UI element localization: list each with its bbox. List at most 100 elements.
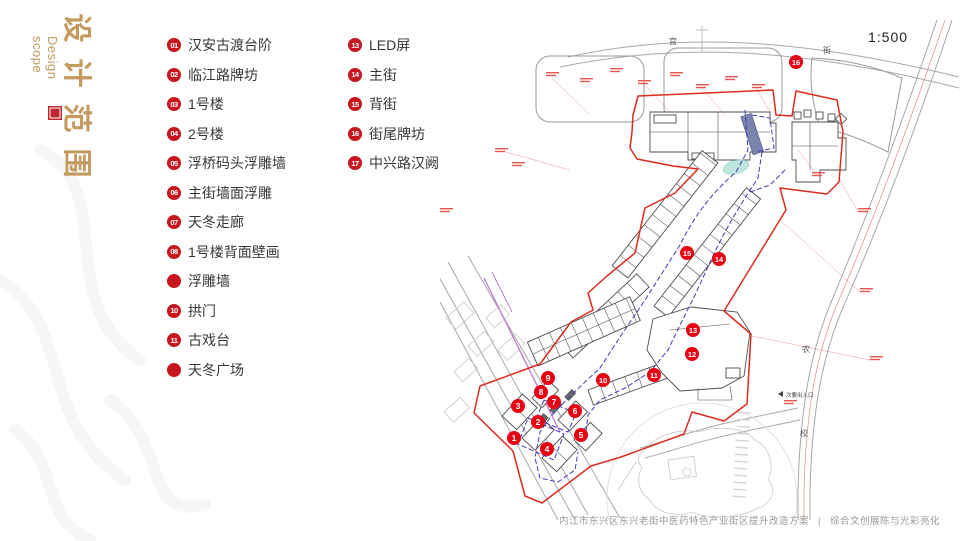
legend-item: 03 1号楼 <box>167 96 286 112</box>
map-marker-9: 9 <box>541 371 555 385</box>
legend-dot <box>167 274 181 288</box>
map-marker-11: 11 <box>647 368 661 382</box>
title-en-line2: scope <box>30 36 45 74</box>
svg-text:12: 12 <box>688 350 696 359</box>
svg-text:13: 13 <box>689 326 697 335</box>
map-marker-5: 5 <box>574 428 588 442</box>
legend-number-badge: 13 <box>348 38 362 52</box>
blue-guidelines <box>517 109 786 483</box>
legend-label: 主街墙面浮雕 <box>188 184 272 201</box>
legend-number-badge: 02 <box>167 67 181 82</box>
title-char: 计 <box>60 58 92 88</box>
footer-section-name: 综合文创展陈与光彩亮化 <box>829 516 940 527</box>
svg-text:6: 6 <box>573 406 578 416</box>
svg-text:11: 11 <box>650 371 658 380</box>
page-title: 设计范围 <box>60 12 92 179</box>
svg-text:次要出入口: 次要出入口 <box>786 391 814 399</box>
purple-guideline <box>483 271 561 433</box>
road-name-label: 宫 <box>669 36 677 46</box>
legend-label: 古戏台 <box>188 332 230 348</box>
svg-text:7: 7 <box>552 397 557 407</box>
road-name-label: 街 <box>823 45 831 55</box>
survey-annotations <box>440 68 883 405</box>
legend-number-badge: 07 <box>167 215 181 229</box>
map-marker-2: 2 <box>531 415 545 429</box>
svg-text:14: 14 <box>715 255 724 264</box>
title-en-line1: Design <box>45 36 60 80</box>
legend-number-badge: 03 <box>167 97 181 111</box>
svg-text:2: 2 <box>536 417 541 427</box>
road-centerline <box>803 19 946 520</box>
legend-label: LED屏 <box>369 37 411 53</box>
map-marker-14: 14 <box>712 252 726 266</box>
legend-number-badge: 01 <box>167 38 181 52</box>
legend-label: 2号楼 <box>188 125 224 142</box>
legend-item: 10 拱门 <box>167 303 286 319</box>
context-buildings <box>443 301 798 541</box>
legend-number-badge: 14 <box>348 67 362 82</box>
legend-number-badge: 17 <box>348 156 362 170</box>
map-marker-1: 1 <box>507 431 521 445</box>
legend-item: 17 中兴路汉阙 <box>348 155 439 171</box>
legend-item: 01 汉安古渡台阶 <box>167 37 286 53</box>
svg-text:5: 5 <box>579 430 584 440</box>
map-marker-10: 10 <box>596 373 610 387</box>
road-name-label: 农 <box>802 344 810 354</box>
pond <box>723 159 749 175</box>
legend-label: 天冬走廊 <box>188 214 244 230</box>
legend-label: 主街 <box>369 66 397 83</box>
map-marker-8: 8 <box>534 385 548 399</box>
title-char: 设 <box>60 13 92 43</box>
footer: 内江市东兴区东兴老街中医药特色产业街区提升改造方案|综合文创展陈与光彩亮化 <box>559 513 940 527</box>
legend-item: 04 2号楼 <box>167 126 286 142</box>
map-marker-6: 6 <box>568 404 582 418</box>
legend-number-badge: 05 <box>167 156 181 170</box>
map-marker-15: 15 <box>680 246 694 260</box>
map-marker-7: 7 <box>547 395 561 409</box>
svg-text:8: 8 <box>539 387 544 397</box>
legend-label: 中兴路汉阙 <box>369 155 439 171</box>
map-marker-13: 13 <box>686 323 700 337</box>
legend-label: 1号楼背面壁画 <box>188 243 280 260</box>
legend-item: 06 主街墙面浮雕 <box>167 185 286 201</box>
legend-item: 05 浮桥码头浮雕墙 <box>167 155 286 171</box>
legend-item: 02 临江路牌坊 <box>167 67 286 83</box>
legend-label: 浮桥码头浮雕墙 <box>188 155 286 171</box>
legend-number-badge: 08 <box>167 244 181 259</box>
svg-text:10: 10 <box>599 376 607 385</box>
legend-number-badge: 04 <box>167 126 181 141</box>
legend-item: 13 LED屏 <box>348 37 439 53</box>
plan-buildings <box>501 109 848 473</box>
design-scope-boundary <box>473 89 844 504</box>
svg-text:3: 3 <box>516 401 521 411</box>
map-marker-3: 3 <box>511 399 525 413</box>
legend-item: 天冬广场 <box>167 362 286 378</box>
legend-label: 汉安古渡台阶 <box>188 37 272 53</box>
legend-number-badge: 15 <box>348 97 362 111</box>
legend-label: 浮雕墙 <box>188 273 230 289</box>
legend-label: 1号楼 <box>188 96 224 112</box>
legend-number-badge: 16 <box>348 126 362 141</box>
legend-label: 临江路牌坊 <box>188 66 258 83</box>
legend-label: 天冬广场 <box>188 361 244 378</box>
map-scale-label: 1:500 <box>868 29 908 45</box>
entrance-label: 次要出入口 <box>778 391 814 399</box>
svg-text:1: 1 <box>512 433 517 443</box>
svg-text:15: 15 <box>683 249 691 258</box>
legend-dot <box>167 362 181 377</box>
title-char: 围 <box>60 148 92 178</box>
legend-number-badge: 10 <box>167 303 181 318</box>
map-marker-4: 4 <box>540 442 554 456</box>
legend-number-badge: 06 <box>167 185 181 200</box>
map-marker-16: 16 <box>789 55 803 69</box>
svg-text:9: 9 <box>546 373 551 383</box>
legend-column-1: 01 汉安古渡台阶 02 临江路牌坊 03 1号楼 04 2号楼 05 浮桥码头浮雕墙 06 主街墙面… <box>167 37 286 378</box>
legend-label: 拱门 <box>188 302 216 319</box>
legend-item: 07 天冬走廊 <box>167 214 286 230</box>
